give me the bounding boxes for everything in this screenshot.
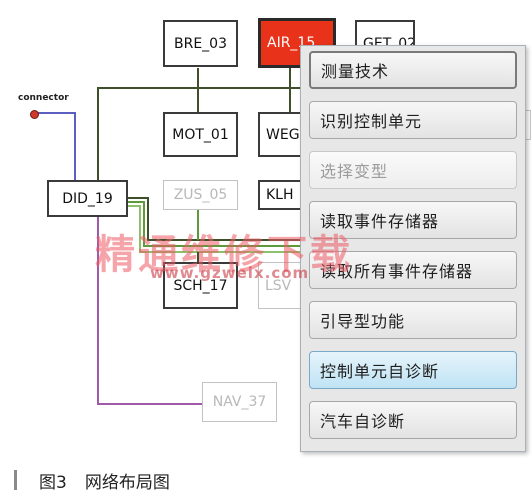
menu-item-vehicle-self-diagnosis[interactable]: 汽车自诊断 [309, 401, 517, 439]
menu-item-select-variant[interactable]: 选择变型 [309, 151, 517, 189]
node-mot-01[interactable]: MOT_01 [163, 112, 238, 157]
menu-item-read-all-event-memory[interactable]: 读取所有事件存储器 [309, 251, 517, 289]
lower-bus-line-2 [128, 201, 310, 247]
lower-bus-line-1 [128, 197, 310, 241]
menu-item-identify-control-unit[interactable]: 识别控制单元 [309, 101, 517, 139]
node-sch-17[interactable]: SCH_17 [163, 262, 238, 309]
lower-bus-line-3 [128, 205, 310, 253]
menu-item-read-event-memory[interactable]: 读取事件存储器 [309, 201, 517, 239]
caption-divider [14, 470, 17, 490]
node-lsv[interactable]: LSV [258, 262, 308, 309]
node-nav-37[interactable]: NAV_37 [202, 382, 277, 422]
menu-item-measurement[interactable]: 测量技术 [309, 51, 517, 89]
figure-caption: 图3 网络布局图 [0, 462, 532, 498]
connector-line [34, 112, 76, 182]
watermark-url: www.gzweix.com [150, 264, 310, 282]
connector-label: connector [18, 93, 69, 103]
nav-line [97, 215, 202, 405]
menu-item-control-unit-self-diagnosis[interactable]: 控制单元自诊断 [309, 351, 517, 389]
connector-port-icon[interactable] [30, 110, 39, 119]
watermark-text: 精通维修下载 [95, 232, 353, 278]
figure-title: 网络布局图 [84, 472, 170, 493]
node-did-19[interactable]: DID_19 [47, 180, 128, 217]
node-bre-03[interactable]: BRE_03 [163, 20, 238, 67]
context-menu: 测量技术 识别控制单元 选择变型 读取事件存储器 读取所有事件存储器 引导型功能… [300, 45, 526, 452]
menu-item-guided-functions[interactable]: 引导型功能 [309, 301, 517, 339]
figure-number: 图3 [39, 472, 67, 493]
node-zus-05[interactable]: ZUS_05 [163, 180, 238, 210]
